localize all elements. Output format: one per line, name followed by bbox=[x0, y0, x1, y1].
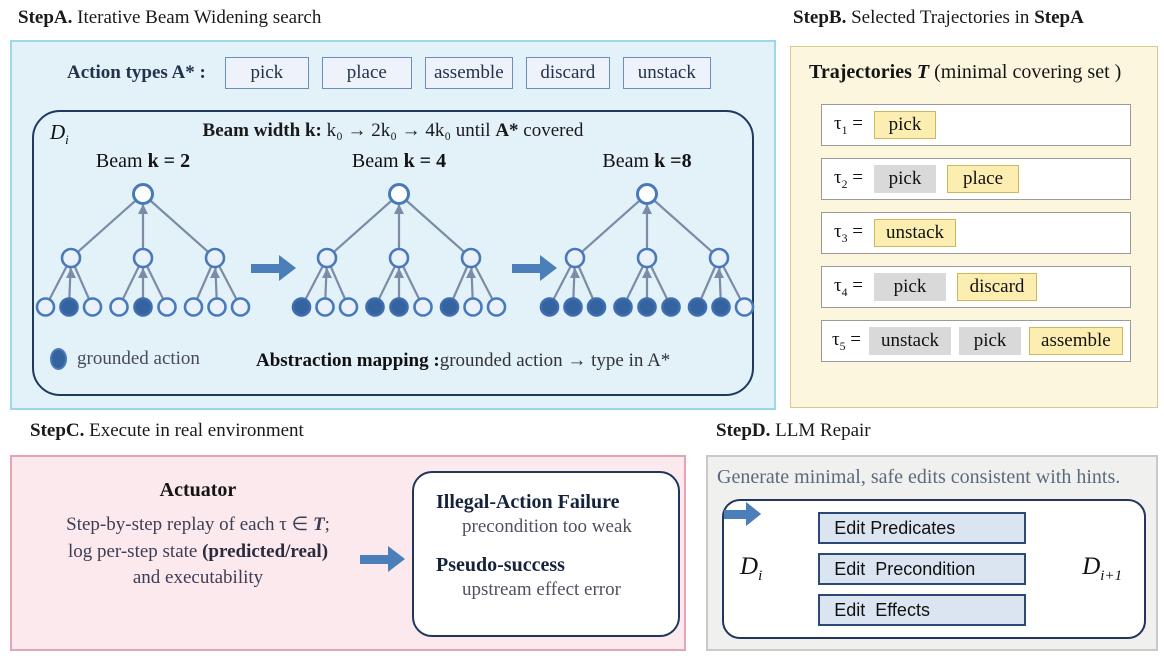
action-chip: place bbox=[947, 165, 1019, 193]
beam-width-end: covered bbox=[518, 120, 584, 141]
beam-width-sequence: k₀ → 2k₀ → 4k₀ until bbox=[321, 120, 496, 141]
abstraction-mapping-label: Abstraction mapping :grounded action → t… bbox=[256, 350, 671, 371]
actuator-description: Step-by-step replay of each τ ∈ T; log p… bbox=[66, 514, 330, 589]
action-types-label: Action types A* : bbox=[67, 62, 206, 83]
action-chip: assemble bbox=[1029, 327, 1123, 355]
beam-tree-col-1: Beam k = 2 bbox=[34, 150, 252, 323]
stepB-panel: Trajectories T (minimal covering set ) τ… bbox=[790, 46, 1158, 408]
action-type-assemble: assemble bbox=[424, 57, 513, 89]
beam-k4-title: Beam k = 4 bbox=[351, 150, 447, 172]
tau1-label: τ1 = bbox=[834, 112, 863, 137]
illegal-action-failure-detail: precondition too weak bbox=[462, 516, 632, 537]
failure-modes-box: Illegal-Action Failure precondition too … bbox=[412, 471, 680, 637]
script-T-symbol: T bbox=[312, 514, 325, 535]
pseudo-success-detail: upstream effect error bbox=[462, 579, 621, 600]
stepA-title-bold: StepA. bbox=[18, 7, 73, 28]
action-type-unstack: unstack bbox=[622, 57, 711, 89]
domain-input-di: Di bbox=[740, 553, 763, 584]
stepC-panel: Actuator Step-by-step replay of each τ ∈… bbox=[10, 455, 686, 651]
action-chip: discard bbox=[957, 273, 1037, 301]
action-type-discard: discard bbox=[525, 57, 610, 89]
stepA-title-rest: Iterative Beam Widening search bbox=[72, 7, 322, 28]
repair-input-arrow bbox=[724, 502, 806, 582]
beam-width-bold: Beam width k: bbox=[202, 120, 322, 141]
stepC-title: StepC. Execute in real environment bbox=[30, 420, 304, 441]
grounded-action-label: grounded action bbox=[77, 348, 200, 369]
beam-tree-k8 bbox=[539, 183, 755, 317]
action-chip: pick bbox=[874, 111, 936, 139]
trajectory-row-3: τ3 = unstack bbox=[821, 212, 1131, 254]
beam-tree-k4 bbox=[291, 183, 507, 317]
trajectory-row-1: τ1 = pick bbox=[821, 104, 1131, 146]
beam-k2-title: Beam k = 2 bbox=[95, 150, 191, 172]
trajectory-row-2: τ2 = pick place bbox=[821, 158, 1131, 200]
stepA-title: StepA. Iterative Beam Widening search bbox=[18, 7, 321, 29]
illegal-action-failure-title: Illegal-Action Failure bbox=[436, 491, 620, 513]
execute-arrow bbox=[360, 545, 406, 573]
repair-pipeline-box: Di Edit Predicates Edit Precondition Edi… bbox=[722, 499, 1146, 639]
beam-width-header: Beam width k: k₀ → 2k₀ → 4k₀ until A* co… bbox=[34, 120, 752, 142]
action-type-pick: pick bbox=[224, 57, 309, 89]
trajectory-row-5: τ5 = unstack pick assemble bbox=[821, 320, 1131, 362]
edit-effects-box: Edit Effects bbox=[818, 594, 1027, 626]
beam-widen-arrow-2 bbox=[512, 254, 558, 282]
stepD-title: StepD. LLM Repair bbox=[716, 420, 871, 441]
stepA-panel: Action types A* : pick place assemble di… bbox=[10, 40, 776, 410]
beam-tree-col-2: Beam k = 4 bbox=[290, 150, 508, 323]
actuator-block: Actuator Step-by-step replay of each τ ∈… bbox=[30, 479, 366, 592]
beam-search-box: Di Beam width k: k₀ → 2k₀ → 4k₀ until A*… bbox=[32, 110, 756, 396]
action-chip: unstack bbox=[869, 327, 952, 355]
action-chip: pick bbox=[959, 327, 1022, 355]
action-chip: pick bbox=[874, 165, 936, 193]
repair-output-arrow bbox=[724, 502, 1076, 582]
domain-symbol: D bbox=[50, 120, 66, 144]
stepB-title: StepB. Selected Trajectories in StepA bbox=[793, 7, 1084, 28]
tau5-label: τ5 = bbox=[832, 328, 861, 353]
script-T-symbol: T bbox=[916, 61, 930, 83]
domain-subscript: i bbox=[65, 132, 69, 148]
action-chip: pick bbox=[874, 273, 946, 301]
actuator-title: Actuator bbox=[159, 479, 237, 501]
edit-precondition-box: Edit Precondition bbox=[818, 553, 1027, 585]
beam-width-astar: A* bbox=[495, 120, 519, 141]
edit-operations: Edit Predicates Edit Precondition Edit E… bbox=[818, 512, 1027, 626]
action-types-row: Action types A* : pick place assemble di… bbox=[67, 57, 711, 89]
action-type-place: place bbox=[321, 57, 412, 89]
beam-k8-title: Beam k =8 bbox=[602, 150, 692, 172]
beam-tree-k2 bbox=[35, 183, 251, 317]
repair-hint-text: Generate minimal, safe edits consistent … bbox=[717, 466, 1121, 488]
grounded-action-icon bbox=[50, 348, 67, 370]
tau4-label: τ4 = bbox=[834, 274, 863, 299]
beam-tree-col-3: Beam k =8 bbox=[538, 150, 756, 323]
beam-widen-arrow-1 bbox=[251, 254, 297, 282]
domain-output-di1: Di+1 bbox=[1082, 553, 1123, 584]
grounded-action-legend: grounded action bbox=[50, 348, 200, 370]
trajectories-header: Trajectories T (minimal covering set ) bbox=[809, 61, 1122, 83]
edit-predicates-box: Edit Predicates bbox=[818, 512, 1027, 544]
tau3-label: τ3 = bbox=[834, 220, 863, 245]
tau2-label: τ2 = bbox=[834, 166, 863, 191]
trajectory-row-4: τ4 = pick discard bbox=[821, 266, 1131, 308]
pseudo-success-title: Pseudo-success bbox=[436, 554, 565, 576]
action-chip: unstack bbox=[874, 219, 957, 247]
domain-di-label: Di bbox=[50, 120, 69, 148]
stepD-panel: Generate minimal, safe edits consistent … bbox=[706, 455, 1158, 651]
